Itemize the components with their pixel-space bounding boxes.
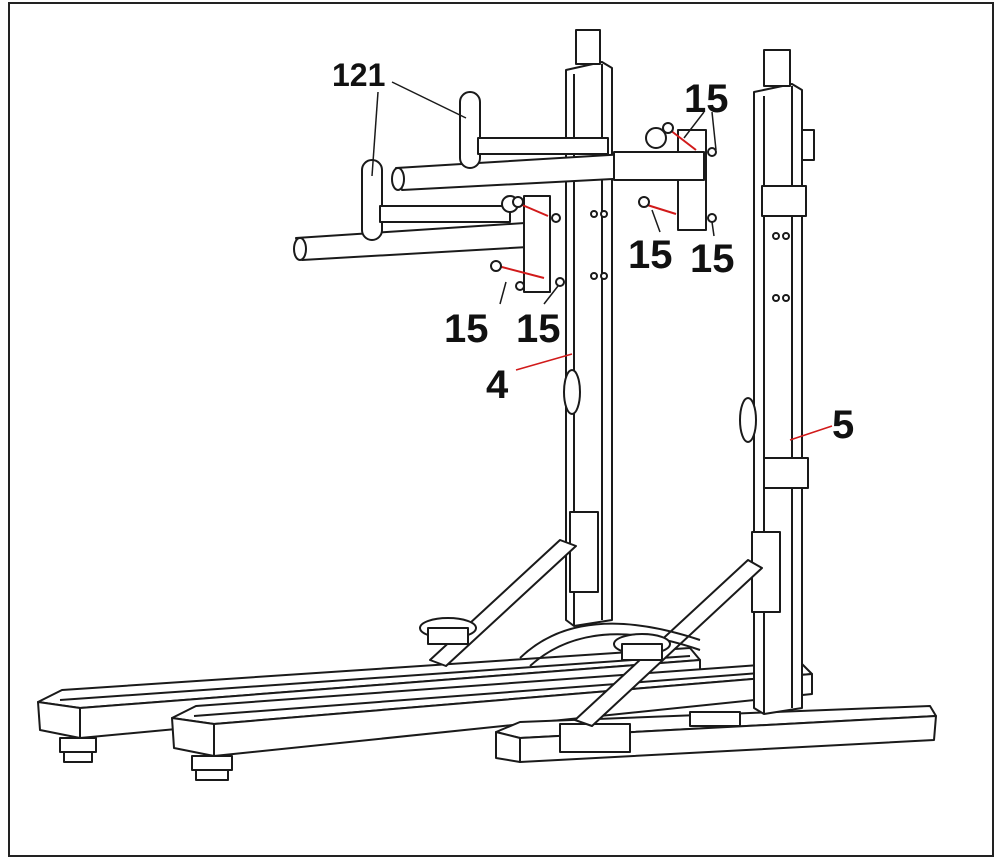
callout-15-low-left: 15 xyxy=(444,307,489,351)
callout-15-mid-right: 15 xyxy=(690,237,735,281)
callout-leaders xyxy=(371,81,717,305)
upright-post-4 xyxy=(563,29,613,627)
callout-15-top: 15 xyxy=(684,77,729,121)
rear-base xyxy=(495,705,937,763)
upright-post-5 xyxy=(739,49,815,715)
handle-arm-lower xyxy=(293,159,551,293)
treadmill-frame xyxy=(37,29,937,781)
callout-5: 5 xyxy=(832,403,854,447)
bolt-markers xyxy=(497,129,697,279)
callout-4: 4 xyxy=(486,363,509,407)
callout-15-mid-left: 15 xyxy=(628,233,673,277)
handle-arm-upper xyxy=(391,91,707,231)
callout-leaders-red xyxy=(515,353,833,441)
right-deck xyxy=(171,661,813,781)
bolt-heads xyxy=(490,122,717,291)
callout-121: 121 xyxy=(332,57,385,93)
bolt-holes xyxy=(590,210,790,302)
callout-15-low-right: 15 xyxy=(516,307,561,351)
foot-pedals xyxy=(419,617,671,661)
